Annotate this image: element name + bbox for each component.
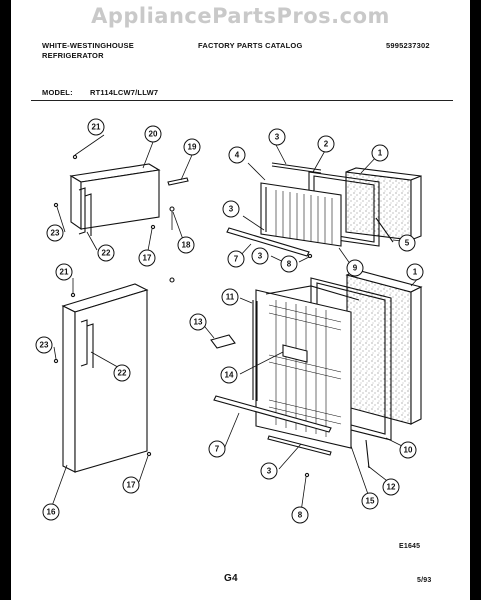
header-rule bbox=[31, 100, 453, 101]
callout-1a: 1 bbox=[371, 144, 389, 162]
svg-text:13: 13 bbox=[194, 318, 203, 327]
callout-7b: 7 bbox=[208, 440, 226, 458]
brand-line-2: REFRIGERATOR bbox=[42, 51, 104, 60]
svg-text:3: 3 bbox=[267, 467, 272, 476]
svg-text:9: 9 bbox=[353, 264, 358, 273]
callout-22a: 22 bbox=[97, 244, 115, 262]
callout-2: 2 bbox=[317, 135, 335, 153]
part-18-shape bbox=[169, 206, 175, 283]
callout-16: 16 bbox=[42, 503, 60, 521]
fridge-door-part bbox=[61, 283, 149, 473]
svg-text:15: 15 bbox=[366, 497, 375, 506]
callout-23b: 23 bbox=[35, 336, 53, 354]
callout-17a: 17 bbox=[138, 249, 156, 267]
callout-4: 4 bbox=[228, 146, 246, 164]
callout-3a: 3 bbox=[268, 128, 286, 146]
svg-text:17: 17 bbox=[127, 481, 136, 490]
svg-text:8: 8 bbox=[298, 511, 303, 520]
svg-text:8: 8 bbox=[287, 260, 292, 269]
callout-21a: 21 bbox=[87, 118, 105, 136]
parts-sheet: AppliancePartsPros.com WHITE-WESTINGHOUS… bbox=[11, 0, 470, 600]
part-23-screw bbox=[53, 358, 59, 364]
callout-15: 15 bbox=[361, 492, 379, 510]
svg-text:12: 12 bbox=[387, 483, 396, 492]
svg-text:21: 21 bbox=[92, 123, 101, 132]
svg-text:17: 17 bbox=[143, 254, 152, 263]
callout-13: 13 bbox=[189, 313, 207, 331]
svg-text:18: 18 bbox=[182, 241, 191, 250]
svg-text:22: 22 bbox=[102, 249, 111, 258]
callout-3b: 3 bbox=[222, 200, 240, 218]
part-17-pin-upper bbox=[150, 224, 156, 230]
svg-text:11: 11 bbox=[226, 293, 235, 302]
svg-text:14: 14 bbox=[225, 371, 234, 380]
svg-text:10: 10 bbox=[404, 446, 413, 455]
svg-text:23: 23 bbox=[51, 229, 60, 238]
fridge-liner-stack bbox=[210, 253, 423, 478]
callout-5: 5 bbox=[398, 234, 416, 252]
catalog-title: FACTORY PARTS CATALOG bbox=[198, 41, 303, 50]
callout-18: 18 bbox=[177, 236, 195, 254]
svg-text:4: 4 bbox=[235, 151, 240, 160]
svg-text:22: 22 bbox=[118, 369, 127, 378]
part-19-shape bbox=[167, 177, 189, 186]
svg-text:19: 19 bbox=[188, 143, 197, 152]
svg-text:1: 1 bbox=[413, 268, 418, 277]
callout-3c: 3 bbox=[251, 247, 269, 265]
svg-text:7: 7 bbox=[234, 255, 239, 264]
svg-text:16: 16 bbox=[47, 508, 56, 517]
svg-text:23: 23 bbox=[40, 341, 49, 350]
callout-9: 9 bbox=[346, 259, 364, 277]
figure-code: E1645 bbox=[399, 543, 421, 550]
svg-text:21: 21 bbox=[60, 268, 69, 277]
model-label: MODEL: bbox=[42, 88, 73, 97]
svg-text:3: 3 bbox=[229, 205, 234, 214]
callout-22b: 22 bbox=[113, 364, 131, 382]
svg-text:1: 1 bbox=[378, 149, 383, 158]
callout-10: 10 bbox=[399, 441, 417, 459]
callout-8a: 8 bbox=[280, 255, 298, 273]
freezer-liner-stack bbox=[226, 162, 422, 257]
callout-17b: 17 bbox=[122, 476, 140, 494]
model-value: RT114LCW7/LLW7 bbox=[90, 88, 159, 97]
svg-text:5: 5 bbox=[405, 239, 410, 248]
svg-text:7: 7 bbox=[215, 445, 220, 454]
part-21-pin-upper bbox=[72, 154, 78, 160]
callout-20: 20 bbox=[144, 125, 162, 143]
callout-11: 11 bbox=[221, 288, 239, 306]
freezer-door-part bbox=[69, 163, 161, 236]
callout-7a: 7 bbox=[227, 250, 245, 268]
svg-text:3: 3 bbox=[275, 133, 280, 142]
brand-line-1: WHITE-WESTINGHOUSE bbox=[42, 41, 134, 50]
callout-12: 12 bbox=[382, 478, 400, 496]
callout-14: 14 bbox=[220, 366, 238, 384]
exploded-parts-diagram: 21 20 19 4 3 2 1 23 22 17 18 3 7 3 8 9 5… bbox=[35, 118, 424, 524]
callout-23a: 23 bbox=[46, 224, 64, 242]
page-number: G4 bbox=[224, 573, 238, 584]
catalog-number: 5995237302 bbox=[386, 41, 430, 50]
part-23-screw-upper bbox=[53, 202, 59, 208]
svg-text:3: 3 bbox=[258, 252, 263, 261]
part-17-pin bbox=[146, 451, 152, 457]
watermark: AppliancePartsPros.com bbox=[91, 4, 390, 28]
svg-text:2: 2 bbox=[324, 140, 329, 149]
callout-3d: 3 bbox=[260, 462, 278, 480]
callout-19: 19 bbox=[183, 138, 201, 156]
callout-8b: 8 bbox=[291, 506, 309, 524]
callout-1b: 1 bbox=[406, 263, 424, 281]
svg-text:20: 20 bbox=[149, 130, 158, 139]
revision-date: 5/93 bbox=[417, 577, 432, 584]
part-21-pin bbox=[70, 292, 76, 298]
callout-21b: 21 bbox=[55, 263, 73, 281]
